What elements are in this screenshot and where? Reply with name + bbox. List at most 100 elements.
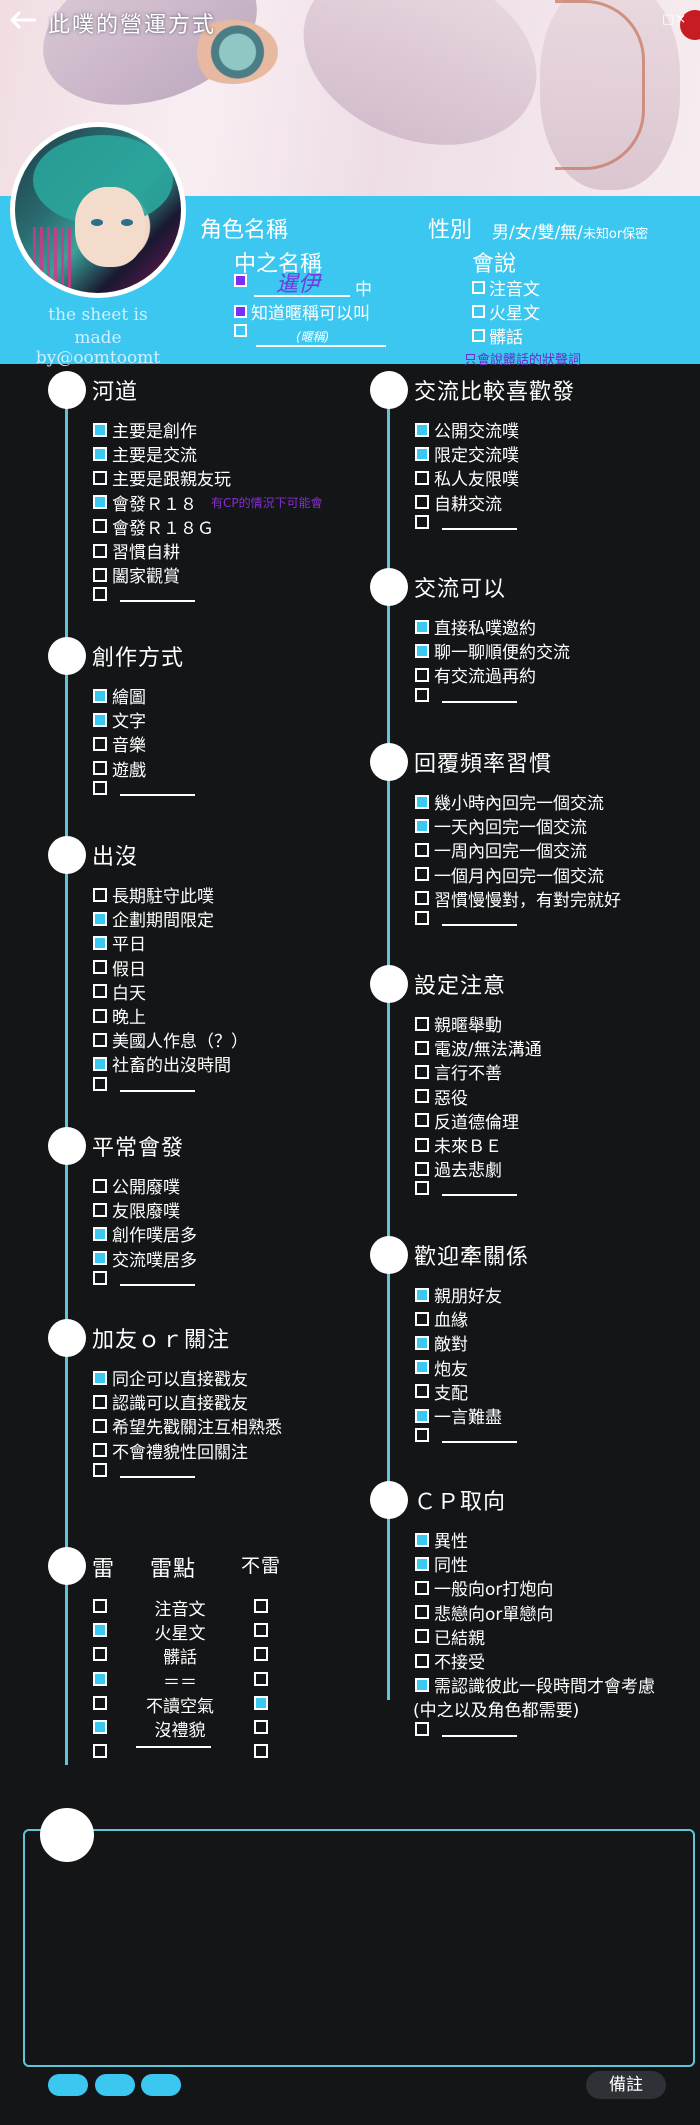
checked-checkbox[interactable] xyxy=(93,1251,107,1266)
unchecked-checkbox[interactable] xyxy=(415,667,429,682)
unchecked-checkbox[interactable] xyxy=(93,1418,107,1433)
right-option-row[interactable]: 一般向or打炮向 xyxy=(415,1575,553,1600)
right-option-row[interactable]: 過去悲劇 xyxy=(415,1156,502,1181)
right-option-row[interactable]: 血緣 xyxy=(415,1306,468,1331)
unchecked-checkbox[interactable] xyxy=(415,1161,429,1176)
left-option-row[interactable]: 不會禮貌性回關注 xyxy=(93,1438,248,1463)
unchecked-checkbox[interactable] xyxy=(93,1270,107,1285)
checked-checkbox[interactable] xyxy=(93,495,107,510)
unchecked-checkbox[interactable] xyxy=(415,1653,429,1668)
left-option-row[interactable] xyxy=(93,780,195,796)
left-option-row[interactable]: 希望先戳關注互相熟悉 xyxy=(93,1413,282,1438)
nickname-option-2[interactable]: 知道暱稱可以叫 xyxy=(234,299,370,324)
unchecked-checkbox[interactable] xyxy=(415,1181,429,1196)
checked-checkbox[interactable] xyxy=(415,446,429,461)
nickname-option-3[interactable] xyxy=(234,324,251,337)
speaks-option-3[interactable]: 髒話 xyxy=(472,323,523,348)
checked-checkbox[interactable] xyxy=(93,1370,107,1385)
checked-checkbox[interactable] xyxy=(93,1056,107,1071)
unchecked-checkbox[interactable] xyxy=(93,1008,107,1023)
nickname-checkbox-2[interactable] xyxy=(234,305,247,318)
unchecked-checkbox[interactable] xyxy=(415,514,429,529)
right-option-row[interactable] xyxy=(415,687,517,703)
unchecked-checkbox[interactable] xyxy=(415,495,429,510)
page-pill-1[interactable] xyxy=(48,2074,88,2096)
unchecked-checkbox[interactable] xyxy=(415,1428,429,1443)
right-option-row[interactable]: 異性 xyxy=(415,1527,468,1552)
right-option-row[interactable]: 習慣慢慢對，有對完就好 xyxy=(415,886,621,911)
right-option-row[interactable] xyxy=(415,1180,517,1197)
left-option-row[interactable]: 音樂 xyxy=(93,731,146,756)
left-option-row[interactable]: 習慣自耕 xyxy=(93,538,180,563)
blank-fill-line[interactable] xyxy=(120,1475,195,1478)
left-option-row[interactable]: 美國人作息（？） xyxy=(93,1027,248,1052)
thunder-lei-checkbox[interactable] xyxy=(93,1623,107,1638)
speaks-checkbox-3[interactable] xyxy=(472,329,485,342)
unchecked-checkbox[interactable] xyxy=(415,1580,429,1595)
blank-fill-line[interactable] xyxy=(442,924,517,926)
blank-fill-line[interactable] xyxy=(120,600,195,603)
unchecked-checkbox[interactable] xyxy=(415,1016,429,1031)
nickname-checkbox-1[interactable] xyxy=(234,274,247,287)
blank-fill-line[interactable] xyxy=(442,527,517,530)
left-option-row[interactable]: 假日 xyxy=(93,955,146,980)
checked-checkbox[interactable] xyxy=(415,1677,429,1692)
checked-checkbox[interactable] xyxy=(93,911,107,926)
right-option-row[interactable]: 限定交流噗 xyxy=(415,441,519,466)
thunder-bulei-checkbox[interactable] xyxy=(254,1695,268,1710)
unchecked-checkbox[interactable] xyxy=(93,984,107,999)
unchecked-checkbox[interactable] xyxy=(415,1605,429,1620)
left-option-row[interactable] xyxy=(93,1270,195,1286)
thunder-bulei-checkbox[interactable] xyxy=(254,1647,268,1662)
right-option-row[interactable]: 電波/無法溝通 xyxy=(415,1035,542,1060)
right-option-row[interactable]: 自耕交流 xyxy=(415,490,502,515)
speaks-option-2[interactable]: 火星文 xyxy=(472,299,540,324)
blank-fill-line[interactable] xyxy=(120,1089,195,1092)
unchecked-checkbox[interactable] xyxy=(415,1089,429,1104)
unchecked-checkbox[interactable] xyxy=(415,470,429,485)
left-option-row[interactable] xyxy=(93,1462,195,1478)
thunder-lei-checkbox[interactable] xyxy=(93,1695,107,1710)
left-option-row[interactable] xyxy=(93,1076,195,1092)
unchecked-checkbox[interactable] xyxy=(93,736,107,751)
right-option-row[interactable]: 直接私噗邀約 xyxy=(415,614,536,639)
right-option-row[interactable] xyxy=(415,1427,517,1444)
unchecked-checkbox[interactable] xyxy=(415,867,429,882)
right-option-row[interactable]: 需認識彼此一段時間才會考慮 xyxy=(415,1672,655,1697)
checked-checkbox[interactable] xyxy=(415,422,429,437)
unchecked-checkbox[interactable] xyxy=(93,1076,107,1091)
unchecked-checkbox[interactable] xyxy=(93,960,107,975)
right-option-row[interactable]: 公開交流噗 xyxy=(415,417,519,442)
blank-fill-line[interactable] xyxy=(442,1194,517,1197)
back-arrow-icon[interactable] xyxy=(8,8,38,32)
nickname-checkbox-3[interactable] xyxy=(234,324,247,337)
right-option-row[interactable]: 言行不善 xyxy=(415,1059,502,1084)
right-option-row[interactable]: 親暱舉動 xyxy=(415,1011,502,1036)
unchecked-checkbox[interactable] xyxy=(415,1137,429,1152)
checked-checkbox[interactable] xyxy=(415,1360,429,1375)
left-option-row[interactable]: 認識可以直接戳友 xyxy=(93,1389,248,1414)
right-option-row[interactable]: 悲戀向or單戀向 xyxy=(415,1600,553,1625)
thunder-lei-checkbox[interactable] xyxy=(93,1671,107,1686)
unchecked-checkbox[interactable] xyxy=(93,567,107,582)
unchecked-checkbox[interactable] xyxy=(415,1311,429,1326)
left-option-row[interactable]: 社畜的出沒時間 xyxy=(93,1051,231,1076)
right-option-row[interactable]: 一天內回完一個交流 xyxy=(415,813,587,838)
nickname-option-1[interactable] xyxy=(234,274,251,287)
speaks-option-1[interactable]: 注音文 xyxy=(472,275,540,300)
checked-checkbox[interactable] xyxy=(93,1226,107,1241)
unchecked-checkbox[interactable] xyxy=(415,891,429,906)
thunder-bulei-checkbox[interactable] xyxy=(254,1671,268,1686)
thunder-bulei-checkbox[interactable] xyxy=(254,1720,268,1734)
left-option-row[interactable]: 晚上 xyxy=(93,1003,146,1028)
left-option-row[interactable] xyxy=(93,586,195,603)
unchecked-checkbox[interactable] xyxy=(415,1384,429,1399)
checked-checkbox[interactable] xyxy=(415,1532,429,1547)
left-option-row[interactable]: 友限廢噗 xyxy=(93,1197,180,1222)
right-option-row[interactable]: 親朋好友 xyxy=(415,1282,502,1307)
left-option-row[interactable]: 主要是跟親友玩 xyxy=(93,465,231,490)
right-option-row[interactable]: 聊一聊順便約交流 xyxy=(415,638,570,663)
right-option-row[interactable]: 有交流過再約 xyxy=(415,662,536,687)
checked-checkbox[interactable] xyxy=(93,935,107,950)
